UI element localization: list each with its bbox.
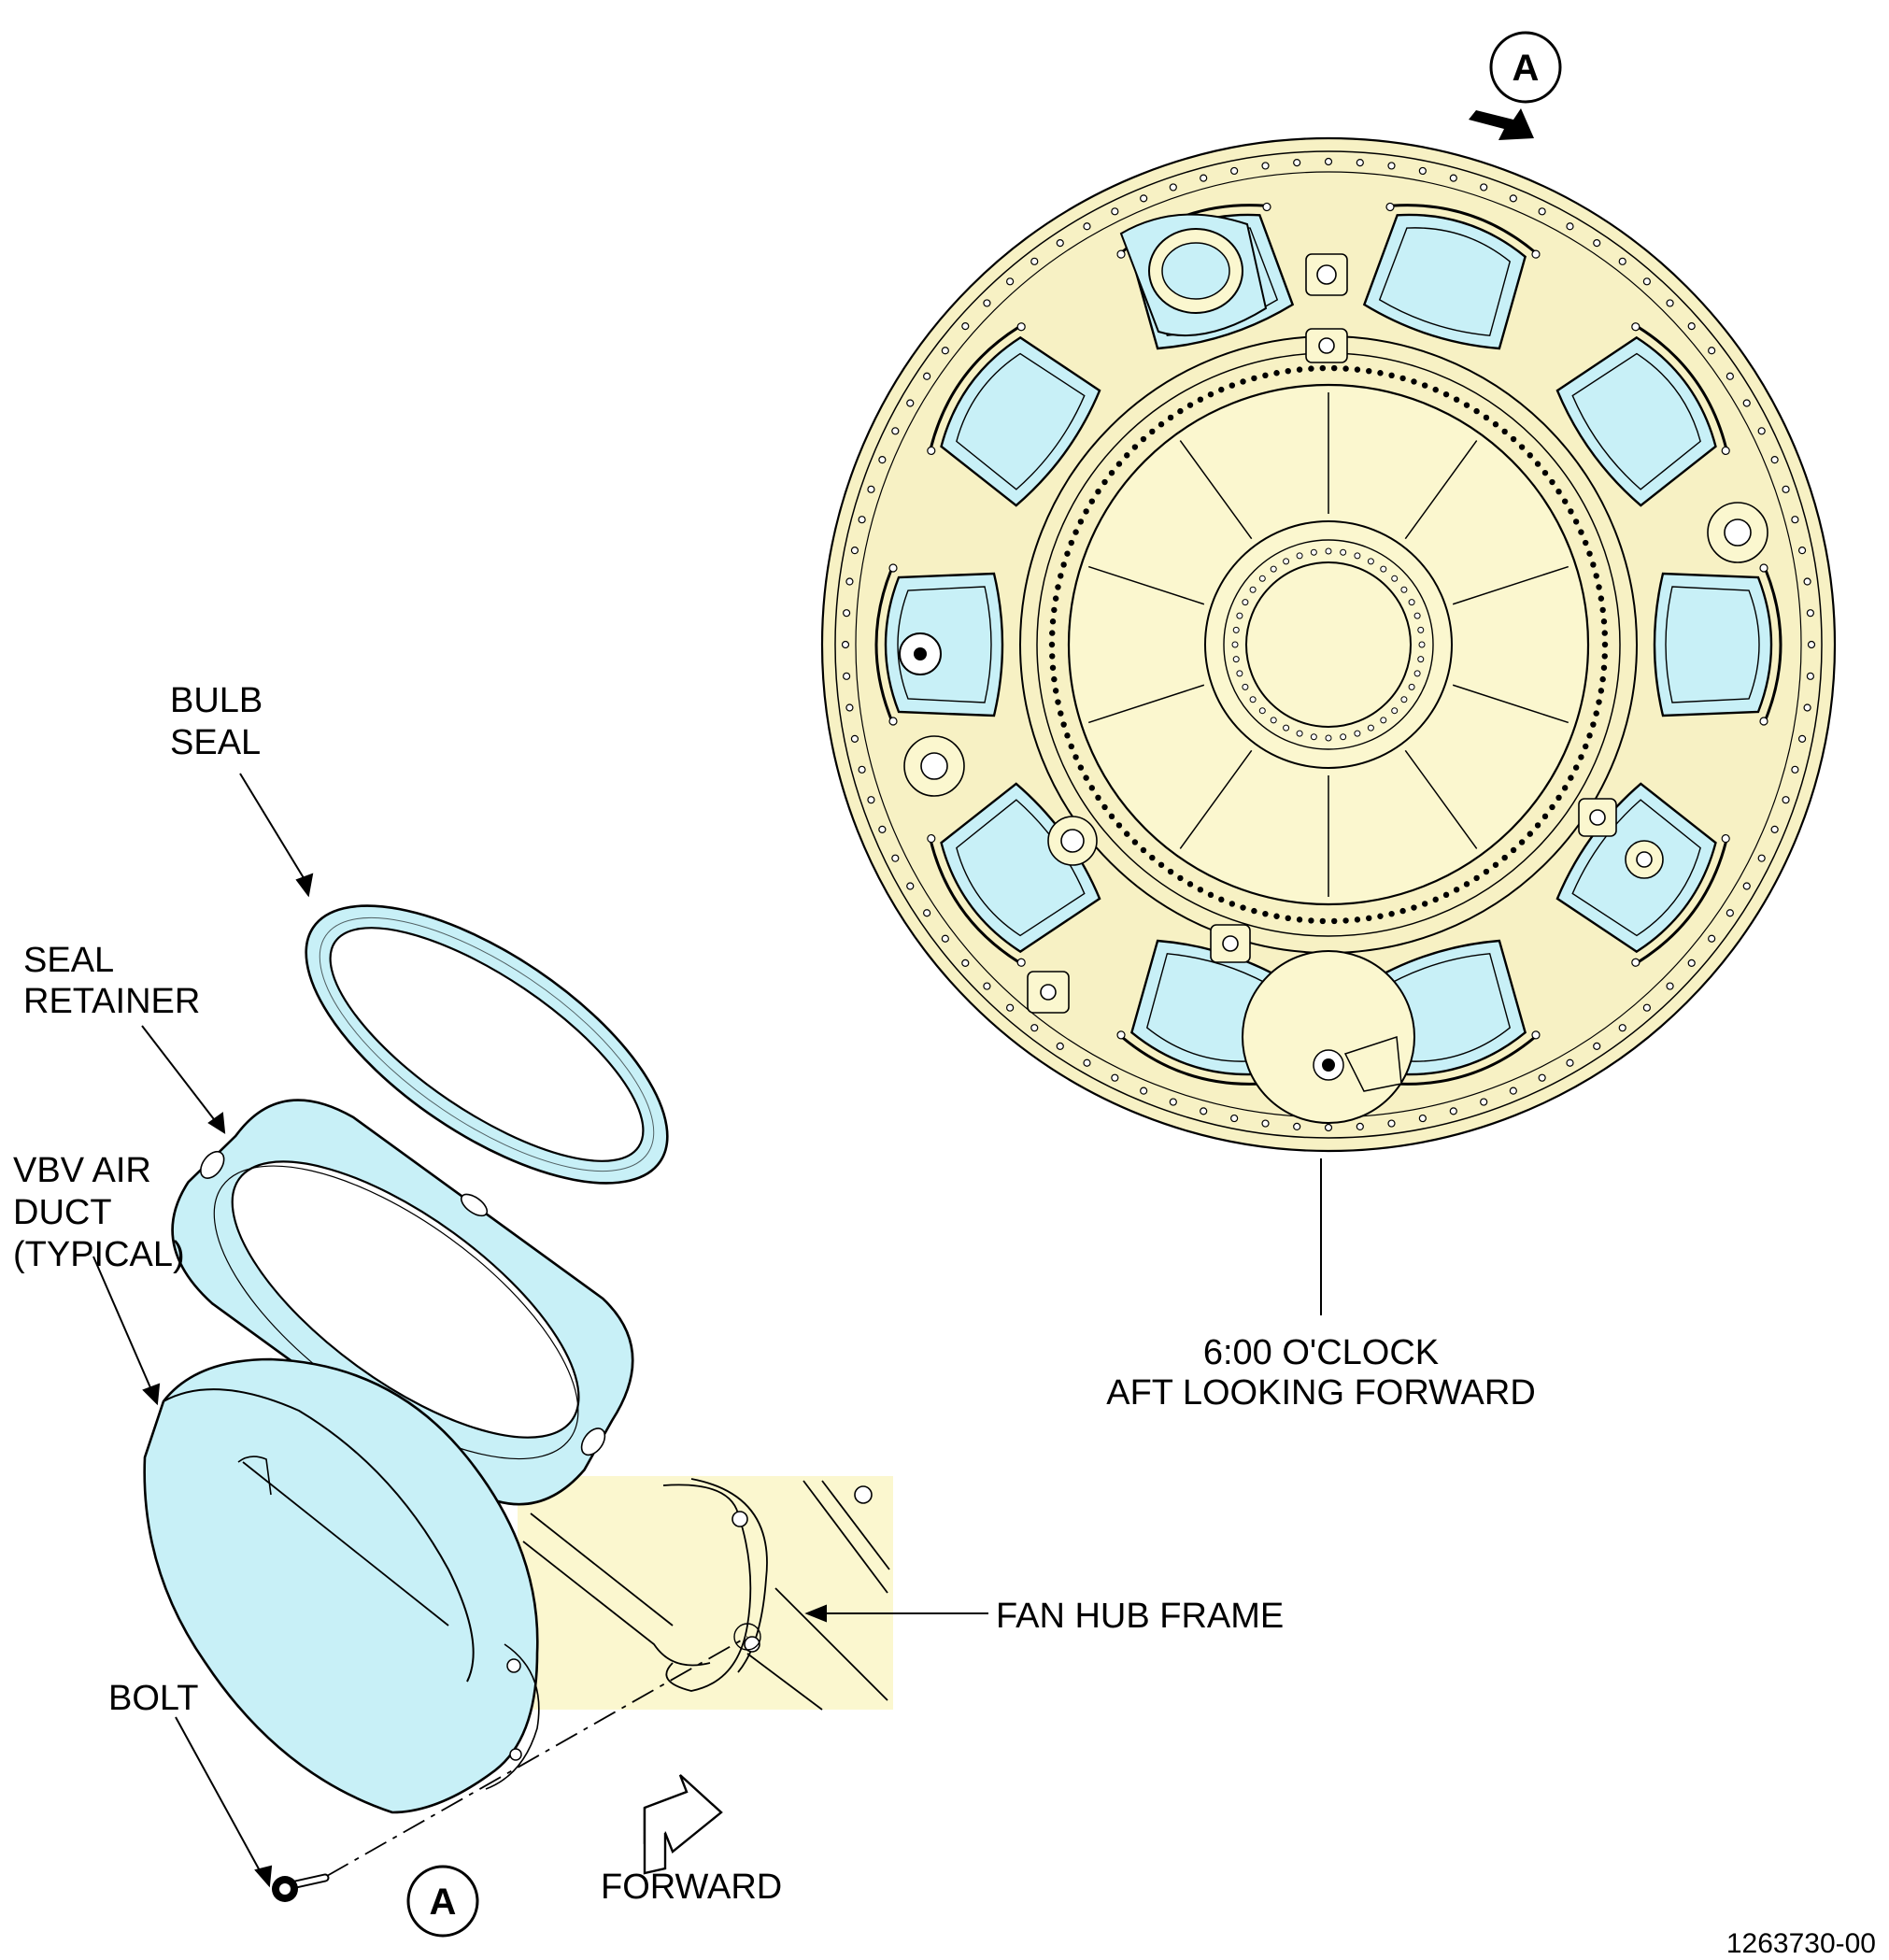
figure-number: 1263730-00 (1726, 1928, 1876, 1959)
bulb-seal-leader (239, 773, 309, 887)
bolt-label: BOLT (108, 1679, 198, 1718)
view-a-label-top: A (1513, 48, 1540, 89)
frame-duct-port (1555, 322, 1730, 507)
fan-hub-frame-detail (518, 1476, 893, 1711)
vbv-air-duct (143, 1357, 540, 1814)
bolt-centerline (326, 1636, 748, 1877)
seal-retainer-label-line2: RETAINER (23, 982, 200, 1021)
frame-bottom-access (1242, 950, 1415, 1124)
vbv-duct-label-line3: (TYPICAL) (13, 1235, 185, 1274)
frame-gear-ring (1048, 364, 1609, 925)
forward-label: FORWARD (601, 1868, 782, 1907)
clock-label-line1: 6:00 O'CLOCK (1203, 1333, 1439, 1372)
view-a-marker-top: A (1469, 31, 1562, 140)
frame-mounting-pads (903, 253, 1768, 1014)
view-a-arrow-icon (1469, 108, 1534, 140)
seal-retainer-label-line1: SEAL (23, 941, 114, 980)
frame-duct-port (927, 782, 1101, 967)
vbv-duct-leader (92, 1256, 153, 1393)
frame-struts (1087, 392, 1569, 897)
frame-hub-bore (1245, 561, 1412, 728)
bulb-seal-label-line2: SEAL (170, 723, 261, 762)
bolt-leader (175, 1716, 263, 1875)
fan-hub-frame-label: FAN HUB FRAME (996, 1597, 1284, 1636)
clock-label-line2: AFT LOOKING FORWARD (1106, 1373, 1536, 1413)
vbv-duct-label-line1: VBV AIR (13, 1151, 151, 1190)
bolt (272, 1873, 330, 1902)
rim-bolt-holes (841, 157, 1816, 1132)
hub-bolt-holes (1231, 547, 1426, 742)
vbv-duct-label-line2: DUCT (13, 1193, 112, 1232)
seal-retainer-leader (141, 1025, 218, 1124)
bulb-seal (305, 904, 669, 1185)
frame-duct-port (927, 322, 1101, 507)
forward-arrow-icon (643, 1774, 723, 1875)
fan-hub-frame-view (820, 136, 1837, 1153)
frame-duct-port (1362, 202, 1541, 350)
frame-duct-port (874, 563, 1004, 726)
frame-duct-port (1653, 563, 1782, 726)
view-a-label-bottom: A (430, 1882, 457, 1923)
bulb-seal-label-line1: BULB (170, 681, 263, 720)
frame-open-port (1119, 213, 1268, 337)
view-a-marker-bottom: A (406, 1865, 479, 1938)
